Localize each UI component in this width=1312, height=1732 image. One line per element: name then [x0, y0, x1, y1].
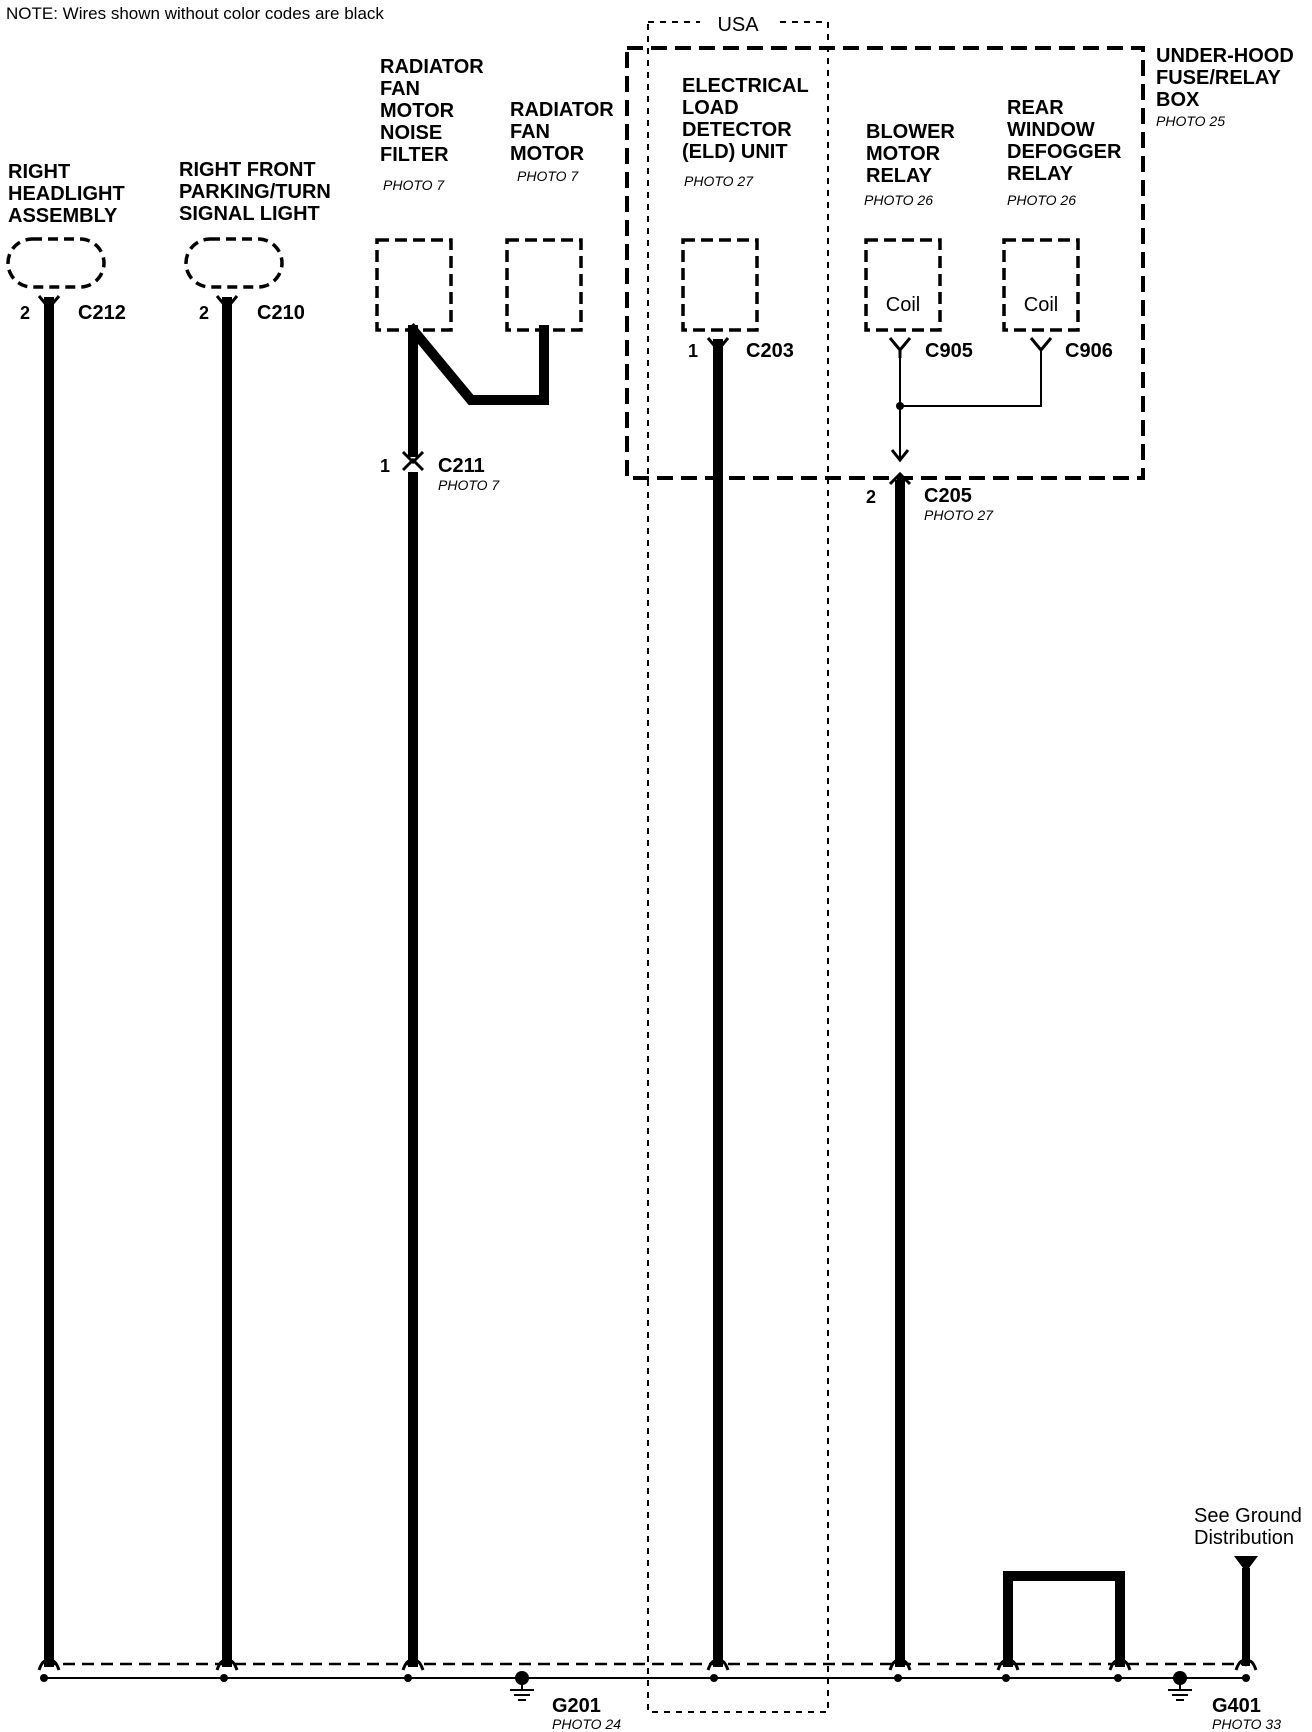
fan-noise-filter-photo: PHOTO 7	[383, 177, 445, 193]
fuse-box-photo: PHOTO 25	[1156, 113, 1225, 129]
c211-label: C211	[438, 455, 485, 477]
c212-pin: 2	[20, 303, 30, 323]
defogger-relay-box	[1002, 238, 1080, 332]
wire-loop	[1003, 1571, 1125, 1667]
connector-marks	[37, 295, 1053, 486]
ground-bus-dots	[40, 1674, 1250, 1682]
usa-label-bg	[700, 10, 776, 36]
g401-ground-icon	[1168, 1671, 1192, 1701]
c205-photo: PHOTO 27	[924, 507, 994, 523]
parking-light-symbol	[184, 237, 284, 289]
note-text: NOTE: Wires shown without color codes ar…	[6, 4, 384, 23]
right-front-parking-label: RIGHT FRONT PARKING/TURN SIGNAL LIGHT	[179, 159, 336, 225]
eld-unit-photo: PHOTO 27	[684, 173, 754, 189]
fuse-box-border	[625, 46, 1145, 480]
c205-pin: 2	[866, 487, 876, 507]
defogger-relay-label: REAR WINDOW DEFOGGER RELAY	[1007, 97, 1127, 185]
usa-label: USA	[717, 14, 759, 36]
eld-unit-box	[681, 238, 759, 332]
wires	[44, 297, 1250, 1667]
wire-c906	[899, 349, 1042, 407]
usa-region-border	[647, 21, 829, 1713]
defogger-coil-label: Coil	[1024, 294, 1058, 316]
blower-coil-label: Coil	[886, 294, 920, 316]
g201-ground-icon	[510, 1671, 534, 1701]
c203-pin: 1	[688, 341, 698, 361]
c212-label: C212	[78, 302, 126, 324]
fan-noise-filter-box	[375, 238, 453, 332]
right-headlight-symbol	[6, 237, 106, 289]
eld-unit-label: ELECTRICAL LOAD DETECTOR (ELD) UNIT	[682, 75, 814, 163]
fan-noise-filter-label: RADIATOR FAN MOTOR NOISE FILTER	[380, 56, 489, 166]
wire-fan-motor	[405, 322, 549, 405]
defogger-relay-photo: PHOTO 26	[1007, 192, 1076, 208]
blower-relay-box	[864, 238, 942, 332]
fan-motor-box	[505, 238, 583, 332]
g401-photo: PHOTO 33	[1212, 1716, 1281, 1732]
c905-label: C905	[925, 340, 973, 362]
see-ground-label: See Ground Distribution	[1194, 1505, 1307, 1549]
ground-bus-connectors	[37, 1659, 1258, 1671]
c906-label: C906	[1065, 340, 1113, 362]
blower-relay-photo: PHOTO 26	[864, 192, 933, 208]
see-ground-arrow-icon	[1234, 1556, 1258, 1572]
c203-label: C203	[746, 340, 794, 362]
g401-label: G401	[1212, 1695, 1261, 1717]
fuse-box-label: UNDER-HOOD FUSE/RELAY BOX	[1156, 45, 1299, 111]
fan-motor-label: RADIATOR FAN MOTOR	[510, 99, 619, 165]
right-headlight-label: RIGHT HEADLIGHT ASSEMBLY	[8, 161, 130, 227]
splice-dot	[896, 402, 904, 410]
fan-motor-photo: PHOTO 7	[517, 168, 579, 184]
c210-pin: 2	[199, 303, 209, 323]
c211-photo: PHOTO 7	[438, 477, 500, 493]
g201-photo: PHOTO 24	[552, 1716, 621, 1732]
g201-label: G201	[552, 1695, 601, 1717]
c211-pin: 1	[380, 456, 390, 476]
c205-label: C205	[924, 485, 972, 507]
blower-relay-label: BLOWER MOTOR RELAY	[866, 121, 960, 187]
c210-label: C210	[257, 302, 305, 324]
